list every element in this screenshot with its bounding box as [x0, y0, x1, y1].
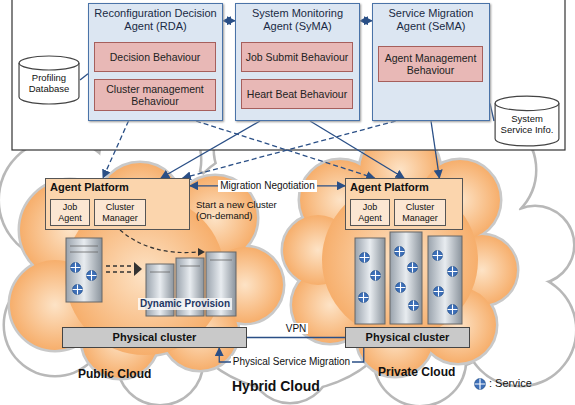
- node-text: Job Agent: [353, 202, 387, 223]
- cloud-name: Hybrid Cloud: [232, 378, 320, 394]
- node-text: Job Submit Behaviour: [246, 51, 349, 63]
- node-text: Service Migration Agent (SeMA): [373, 4, 489, 35]
- node-text: Physical cluster: [113, 331, 197, 344]
- behaviour-box: Decision Behaviour: [94, 42, 216, 72]
- agent-box: System Monitoring Agent (SyMA) Job Submit…: [235, 3, 360, 121]
- node-text: Agent Platform: [46, 179, 189, 196]
- behaviour-box: Cluster management Behaviour: [94, 79, 216, 111]
- connector: [360, 20, 372, 21]
- cluster-bar: Physical cluster: [345, 327, 470, 348]
- connector: [103, 121, 129, 178]
- node-text: Agent Management Behaviour: [382, 52, 479, 76]
- node-text: Reconfiguration Decision Agent (RDA): [89, 4, 222, 35]
- database-cylinder: System Service Info.: [494, 95, 560, 147]
- annotation: Start a new Cluster (On-demand): [196, 200, 291, 222]
- node-text: Decision Behaviour: [110, 51, 200, 63]
- connector: [490, 103, 494, 121]
- legend-icon: [475, 379, 486, 390]
- behaviour-box: Agent Management Behaviour: [378, 46, 483, 82]
- node-text: Cluster Manager: [397, 202, 443, 223]
- edge-label: Physical Service Migration: [231, 356, 352, 368]
- node-text: Job Agent: [53, 202, 87, 223]
- agent-platform: Agent PlatformJob Agent Cluster Manager: [45, 178, 190, 230]
- cloud-name: Private Cloud: [378, 366, 455, 380]
- node-text: Cluster Manager: [97, 202, 143, 223]
- node-text: Cluster management Behaviour: [98, 83, 212, 107]
- edge-label: VPN: [284, 323, 309, 335]
- agent-platform: Agent PlatformJob Agent Cluster Manager: [345, 178, 463, 230]
- node-text: Physical cluster: [366, 331, 450, 344]
- behaviour-box: Job Submit Behaviour: [241, 42, 353, 72]
- connector: [223, 20, 235, 21]
- connector: [247, 337, 345, 338]
- node-text: System Service Info.: [496, 114, 558, 136]
- database-cylinder: Profiling Database: [18, 55, 80, 105]
- legend-text: : Service: [489, 377, 532, 390]
- manager-box: Cluster Manager: [394, 199, 446, 226]
- connector: [310, 121, 404, 178]
- agent-box: Job Agent: [50, 199, 90, 226]
- connector: [431, 121, 439, 178]
- behaviour-box: Heart Beat Behaviour: [241, 79, 353, 109]
- node-text: Heart Beat Behaviour: [247, 88, 347, 100]
- agent-box: Job Agent: [350, 199, 390, 226]
- node-text: Agent Platform: [346, 179, 462, 196]
- cloud-name: Public Cloud: [78, 368, 151, 382]
- manager-box: Cluster Manager: [94, 199, 146, 226]
- edge-label: Migration Negotiation: [218, 180, 317, 192]
- agent-box: Reconfiguration Decision Agent (RDA) Deci…: [88, 3, 223, 121]
- connector: [183, 121, 396, 178]
- connector: [161, 121, 260, 178]
- connector: [80, 74, 88, 80]
- annotation: Dynamic Provision: [138, 298, 232, 310]
- node-text: System Monitoring Agent (SyMA): [236, 4, 359, 35]
- cluster-bar: Physical cluster: [62, 327, 247, 348]
- node-text: Profiling Database: [20, 73, 78, 95]
- connector: [196, 121, 375, 178]
- agent-box: Service Migration Agent (SeMA) Agent Mana…: [372, 3, 490, 121]
